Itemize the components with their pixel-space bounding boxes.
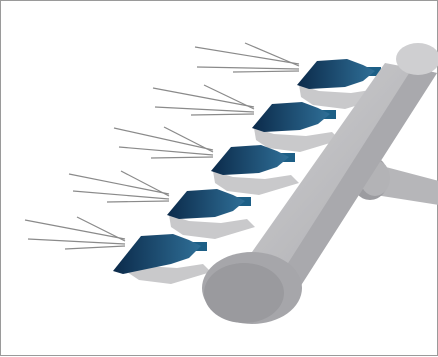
nozzle-4	[167, 189, 251, 219]
nozzle-1	[297, 59, 381, 89]
nozzle-shadows	[125, 85, 385, 284]
nozzles	[113, 59, 381, 274]
nozzle-3	[211, 145, 295, 175]
nozzle-5	[113, 234, 207, 274]
main-pipe	[202, 43, 438, 324]
nozzle-2	[252, 102, 336, 132]
spray-lines	[24, 42, 300, 250]
